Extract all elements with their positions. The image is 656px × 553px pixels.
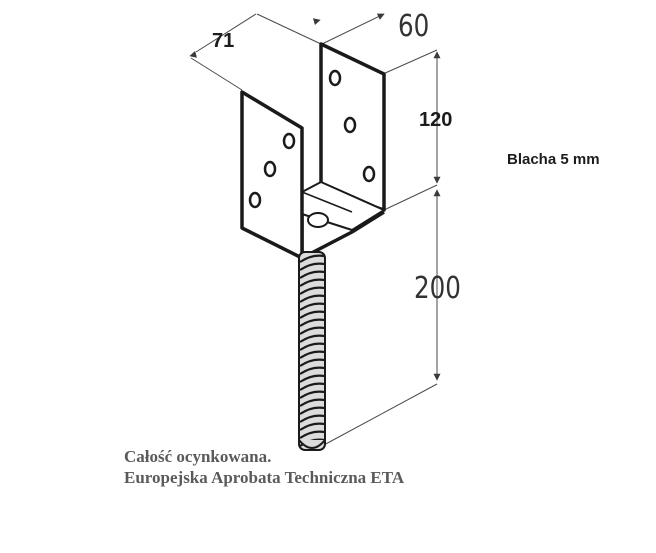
spike-length-label: 200 xyxy=(414,271,461,306)
width-dimension-arrow xyxy=(189,18,321,58)
thread-ridge xyxy=(299,430,325,439)
thread-ridge xyxy=(299,334,325,343)
depth-label: 60 xyxy=(398,9,430,44)
thread-ridge xyxy=(299,294,325,303)
fork-height-extension-line xyxy=(383,184,438,211)
thread-ridge xyxy=(299,414,325,423)
width-arrow-left xyxy=(195,13,257,53)
thread-ridge xyxy=(299,398,325,407)
thread-ridge xyxy=(299,358,325,367)
spike-length-extension-line xyxy=(321,383,438,447)
thread-ridge xyxy=(299,302,325,311)
thread-ridge xyxy=(299,382,325,391)
bolt-hole xyxy=(282,132,296,150)
width-extension-right xyxy=(256,13,322,45)
threaded-spike xyxy=(298,251,326,451)
thread-ridge xyxy=(299,390,325,399)
depth-extension-line xyxy=(382,49,438,75)
dimension-lines xyxy=(189,13,441,447)
thread-ridge xyxy=(299,406,325,415)
thread-ridge xyxy=(299,342,325,351)
width-extension-line xyxy=(190,57,243,91)
thread-ridge xyxy=(299,374,325,383)
thread-ridge xyxy=(299,350,325,359)
thread-ridge xyxy=(299,326,325,335)
depth-dimension-line xyxy=(321,13,385,45)
footer-line-galvanized: Całość ocynkowana. xyxy=(124,447,272,466)
bolt-hole xyxy=(263,160,277,178)
thread-ridge xyxy=(299,254,325,263)
fork-height-label: 120 xyxy=(419,109,453,131)
bolt-hole xyxy=(362,165,376,183)
base-hole xyxy=(307,212,329,228)
thread-ridge xyxy=(299,278,325,287)
thread-ridge xyxy=(299,286,325,295)
width-label: 71 xyxy=(212,30,235,52)
thread-ridge xyxy=(299,366,325,375)
thread-ridge xyxy=(299,310,325,319)
bolt-hole xyxy=(328,69,342,87)
footer-line-approval: Europejska Aprobata Techniczna ETA xyxy=(124,468,405,487)
thread-ridge xyxy=(299,262,325,271)
thread-ridge xyxy=(299,422,325,431)
u-bracket xyxy=(240,42,386,260)
plate-thickness-note: Blacha 5 mm xyxy=(507,151,600,168)
thread-ridge xyxy=(299,270,325,279)
thread-ridge xyxy=(299,318,325,327)
bolt-hole xyxy=(248,191,262,209)
bolt-hole xyxy=(343,116,357,134)
